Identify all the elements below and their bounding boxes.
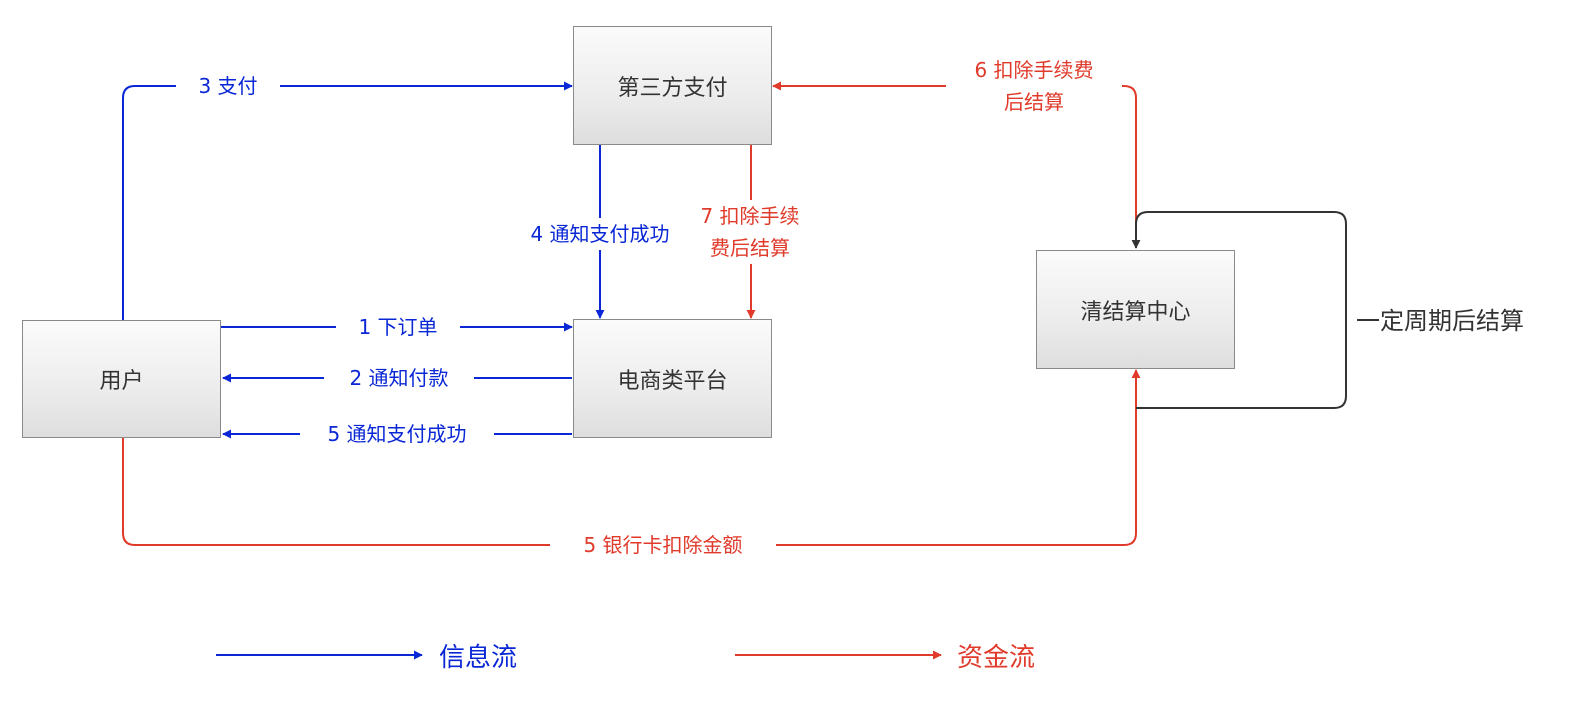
node-user: 用户 — [22, 320, 221, 438]
edge-fee-settle-6 — [772, 81, 1137, 248]
label-fee-settle-7-line1: 7 扣除手续 — [700, 204, 800, 228]
node-third-party-payment: 第三方支付 — [573, 26, 772, 145]
edge-pay — [122, 81, 573, 320]
label-notify-payment: 2 通知付款 — [324, 362, 474, 394]
node-user-label: 用户 — [99, 369, 144, 394]
legend-info-flow: 信息流 — [439, 643, 518, 673]
label-fee-settle-7: 7 扣除手续 费后结算 — [682, 200, 818, 264]
label-place-order: 1 下订单 — [336, 311, 460, 343]
label-fee-settle-6-line1: 6 扣除手续费 — [974, 58, 1094, 82]
node-ecommerce-platform: 电商类平台 — [573, 319, 772, 438]
legend-fund-flow: 资金流 — [957, 643, 1036, 673]
label-bank-deduct: 5 银行卡扣除金额 — [550, 529, 776, 561]
label-notify-success-4: 4 通知支付成功 — [512, 218, 688, 250]
node-ecommerce-platform-label: 电商类平台 — [617, 368, 728, 394]
node-clearing-center-label: 清结算中心 — [1080, 299, 1191, 325]
label-fee-settle-6-line2: 后结算 — [1004, 90, 1064, 114]
edge-periodic-settle — [1131, 211, 1347, 409]
label-fee-settle-7-line2: 费后结算 — [710, 236, 790, 260]
label-pay: 3 支付 — [176, 70, 280, 102]
label-periodic-settle: 一定周期后结算 — [1356, 307, 1524, 335]
label-fee-settle-6: 6 扣除手续费 后结算 — [946, 54, 1122, 118]
node-third-party-payment-label: 第三方支付 — [617, 75, 728, 101]
node-clearing-center: 清结算中心 — [1036, 250, 1235, 369]
label-notify-success-5: 5 通知支付成功 — [300, 418, 494, 450]
